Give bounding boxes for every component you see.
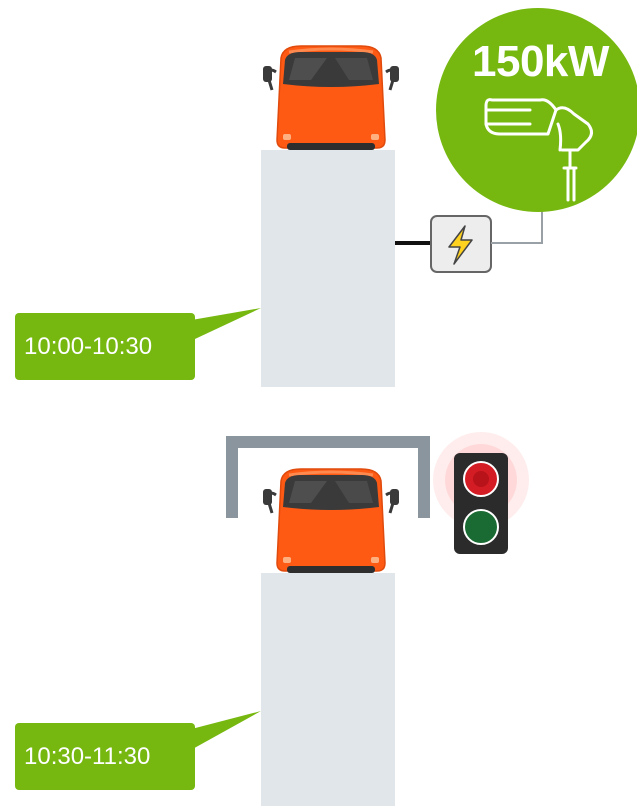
slot-1-time: 10:00-10:30 (24, 333, 153, 360)
charger-power-label: 150kW (472, 37, 609, 86)
charger-connector (491, 200, 543, 244)
time-label-2 (15, 711, 261, 790)
time-label-1 (15, 308, 261, 380)
green-light (463, 509, 499, 545)
charger-box (430, 215, 492, 273)
charging-plug-icon (484, 98, 593, 202)
traffic-light-icon (433, 432, 529, 554)
lightning-icon (448, 225, 473, 265)
parking-lane-1 (261, 150, 395, 387)
charging-gantry (226, 436, 430, 518)
bus-icon (261, 467, 401, 573)
charger-power-badge (436, 8, 637, 212)
slot-2-time: 10:30-11:30 (24, 743, 151, 770)
parking-lane-2 (261, 573, 395, 806)
bus-icon (261, 44, 401, 150)
